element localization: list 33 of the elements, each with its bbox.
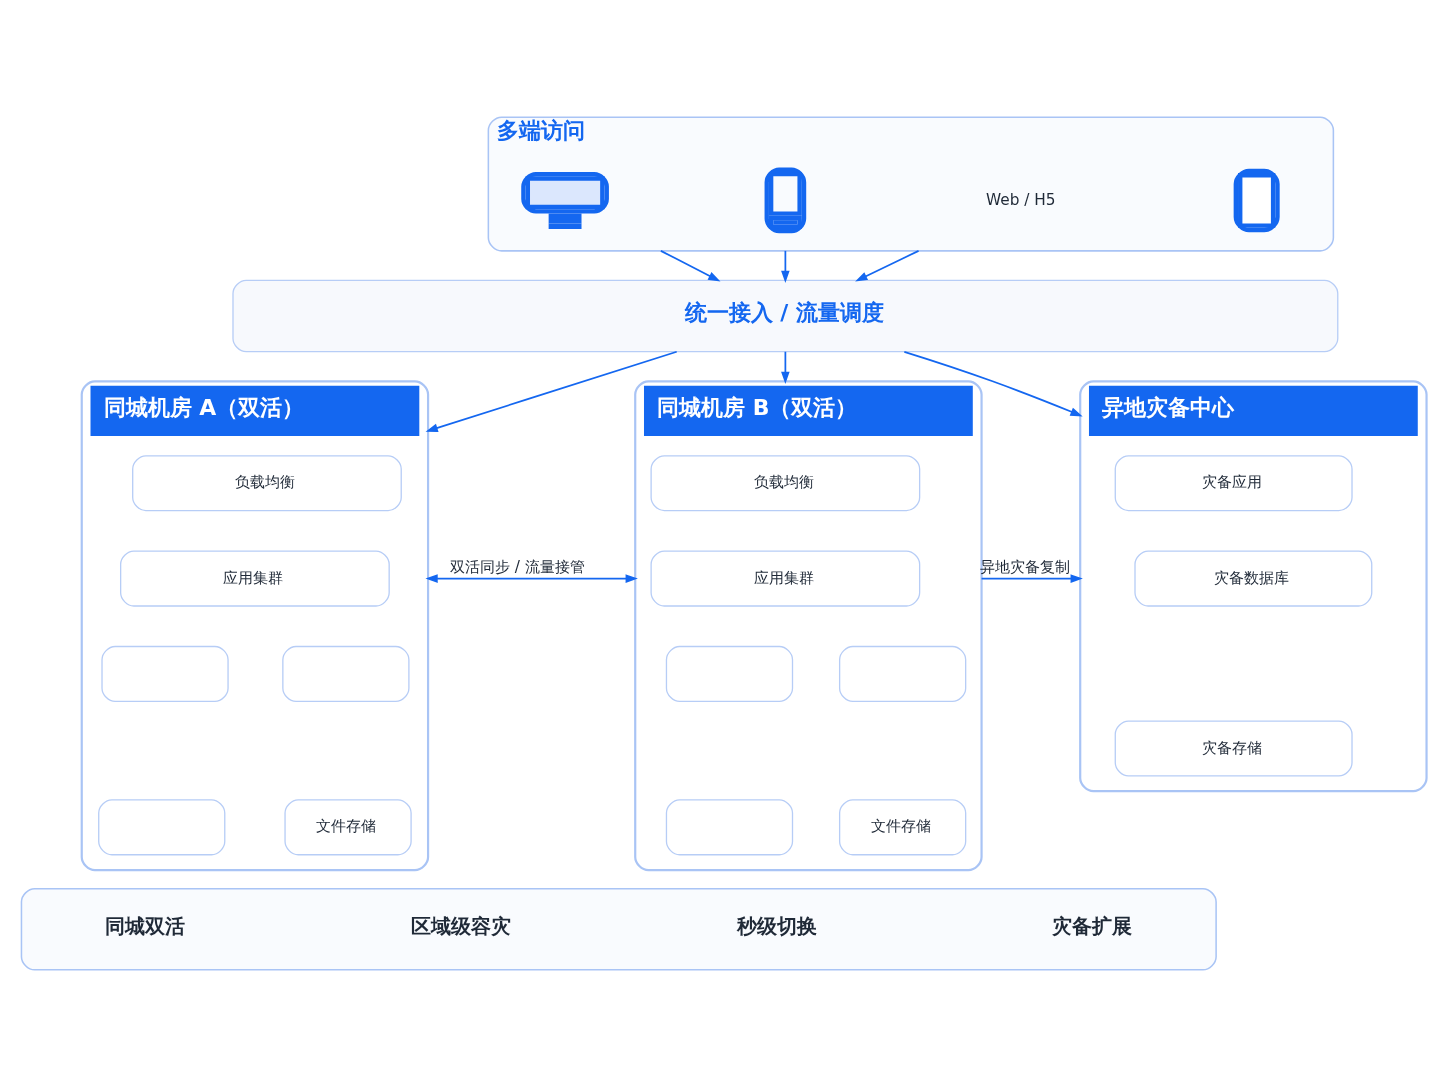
node-box: 统一接入 / 流量调度 <box>232 279 1339 352</box>
arrow <box>903 350 1083 416</box>
arrow <box>980 573 1083 583</box>
node-box <box>282 645 410 702</box>
node-box <box>838 645 967 702</box>
edge-label: 异地灾备复制 <box>980 557 1071 576</box>
arrow <box>781 350 790 384</box>
node-picture <box>1233 168 1280 232</box>
node-box <box>665 798 794 855</box>
node-box: 文件存储 <box>838 798 967 855</box>
node-box <box>665 645 794 702</box>
node-picture <box>764 167 807 233</box>
arrow <box>781 249 790 283</box>
node-box: 负载均衡 <box>650 454 921 511</box>
node-text: 区域级容灾 <box>411 914 512 938</box>
arrow <box>660 249 721 282</box>
node-box: 应用集群 <box>650 550 921 607</box>
arrow <box>425 350 678 432</box>
node-text: 同城双活 <box>105 914 186 938</box>
edge-label: 双活同步 / 流量接管 <box>450 557 585 576</box>
node-box <box>98 798 226 855</box>
node-box <box>101 645 229 702</box>
node-box: 灾备数据库 <box>1134 550 1373 607</box>
node-box: 文件存储 <box>284 798 412 855</box>
node-box: 应用集群 <box>120 550 390 607</box>
node-text: 灾备扩展 <box>1052 914 1133 938</box>
node-box: 负载均衡 <box>132 454 402 511</box>
node-text: Web / H5 <box>985 190 1056 208</box>
arrow <box>425 573 638 583</box>
arrow <box>855 249 920 281</box>
node-box: 灾备存储 <box>1114 719 1353 776</box>
node-text: 秒级切换 <box>736 914 817 938</box>
node-box: 灾备应用 <box>1114 454 1353 511</box>
